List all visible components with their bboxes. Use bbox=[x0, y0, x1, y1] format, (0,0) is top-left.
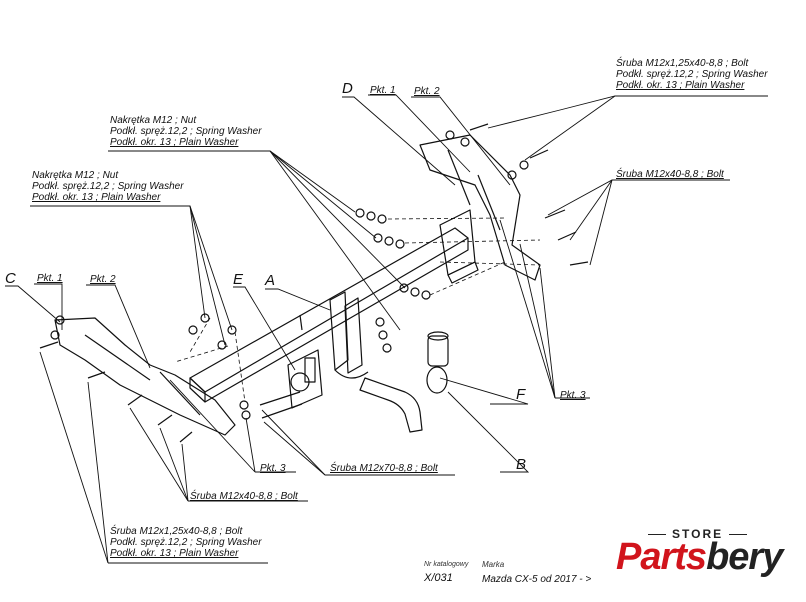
fasteners bbox=[39, 123, 589, 443]
letter-f: F bbox=[516, 386, 526, 403]
pkt2-right-text: Pkt. 2 bbox=[414, 86, 440, 97]
pkt3-left-text: Pkt. 3 bbox=[260, 463, 286, 474]
label-bolt-m12x40-bottom: Śruba M12x40-8,8 ; Bolt bbox=[190, 491, 298, 502]
pkt3-right-text: Pkt. 3 bbox=[560, 390, 586, 401]
label-nut-left-line2: Podkł. spręż.12,2 ; Spring Washer bbox=[32, 181, 184, 192]
label-bolt-right-text: Śruba M12x40-8,8 ; Bolt bbox=[616, 169, 724, 180]
hanger-plates bbox=[329, 291, 369, 379]
label-bolt-bottom-line3: Podkł. okr. 13 ; Plain Washer bbox=[110, 548, 239, 559]
logo-part1: Parts bbox=[616, 536, 707, 578]
label-bolt-top-line2: Podkł. spręż.12,2 ; Spring Washer bbox=[616, 69, 768, 80]
label-nut-left: Nakrętka M12 ; Nut Podkł. spręż.12,2 ; S… bbox=[32, 170, 184, 203]
label-bolt-bottom-line2: Podkł. spręż.12,2 ; Spring Washer bbox=[110, 537, 262, 548]
catalog-marka-label: Marka bbox=[482, 560, 505, 569]
cross-beam-a bbox=[189, 227, 469, 403]
label-bolt-right: Śruba M12x40-8,8 ; Bolt bbox=[616, 169, 724, 180]
catalog-model: Mazda CX-5 od 2017 - > bbox=[482, 574, 592, 585]
label-pkt2-right: Pkt. 2 bbox=[414, 86, 440, 97]
label-bolt-top-line3: Podkł. okr. 13 ; Plain Washer bbox=[616, 80, 745, 91]
bracket-c bbox=[54, 317, 236, 436]
label-bolt-top: Śruba M12x1,25x40-8,8 ; Bolt Podkł. sprę… bbox=[616, 58, 768, 91]
leader-lines bbox=[5, 94, 768, 564]
label-bolt-bottom: Śruba M12x1,25x40-8,8 ; Bolt Podkł. sprę… bbox=[110, 526, 262, 559]
label-nut-center-line2: Podkł. spręż.12,2 ; Spring Washer bbox=[110, 126, 262, 137]
tow-ball-neck bbox=[359, 331, 449, 433]
label-bolt-bottom-line1: Śruba M12x1,25x40-8,8 ; Bolt bbox=[110, 526, 243, 537]
logo-partsbery: Partsbery bbox=[616, 536, 783, 579]
label-nut-center-line1: Nakrętka M12 ; Nut bbox=[110, 115, 197, 126]
pkt1-left-text: Pkt. 1 bbox=[37, 273, 63, 284]
label-bolt-m12x70: Śruba M12x70-8,8 ; Bolt bbox=[330, 463, 438, 474]
label-pkt3-left: Pkt. 3 bbox=[260, 463, 286, 474]
letter-b: B bbox=[516, 456, 527, 473]
pkt2-left-text: Pkt. 2 bbox=[90, 274, 116, 285]
label-bolt-m12x70-text: Śruba M12x70-8,8 ; Bolt bbox=[330, 463, 438, 474]
catalog-number: X/031 bbox=[424, 572, 453, 584]
label-nut-center: Nakrętka M12 ; Nut Podkł. spręż.12,2 ; S… bbox=[110, 115, 262, 148]
letter-e: E bbox=[233, 271, 244, 288]
label-pkt1-left: Pkt. 1 bbox=[37, 273, 63, 284]
label-nut-left-line1: Nakrętka M12 ; Nut bbox=[32, 170, 119, 181]
logo-store: STORE bbox=[647, 527, 748, 541]
label-bolt-m12x40-bottom-text: Śruba M12x40-8,8 ; Bolt bbox=[190, 491, 298, 502]
label-pkt3-right: Pkt. 3 bbox=[560, 390, 586, 401]
logo-part2: bery bbox=[706, 536, 783, 578]
letter-c: C bbox=[5, 270, 16, 287]
bracket-d bbox=[419, 134, 541, 281]
socket-plate-e bbox=[287, 349, 323, 409]
label-bolt-top-line1: Śruba M12x1,25x40-8,8 ; Bolt bbox=[616, 58, 749, 69]
alignment-lines bbox=[174, 217, 541, 403]
catalog-nr-label: Nr katalogowy bbox=[424, 561, 469, 568]
label-nut-left-line3: Podkł. okr. 13 ; Plain Washer bbox=[32, 192, 161, 203]
pkt1-right-text: Pkt. 1 bbox=[370, 85, 396, 96]
letter-a: A bbox=[265, 272, 276, 289]
beam-end-right bbox=[439, 209, 479, 284]
label-pkt1-right: Pkt. 1 bbox=[370, 85, 396, 96]
label-pkt2-left: Pkt. 2 bbox=[90, 274, 116, 285]
label-nut-center-line3: Podkł. okr. 13 ; Plain Washer bbox=[110, 137, 239, 148]
letter-d: D bbox=[342, 80, 353, 97]
